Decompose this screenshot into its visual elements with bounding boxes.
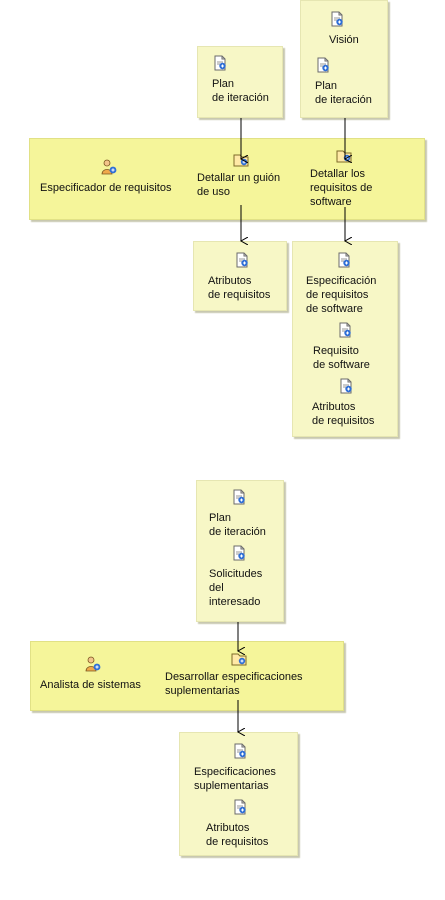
artifact-icon: [234, 252, 250, 268]
role-band: Analista de sistemas Desarrollar especif…: [30, 641, 344, 711]
task-detallar-requisitos[interactable]: Detallar los requisitos de software: [310, 149, 372, 209]
input-label: Plan de iteración: [212, 78, 269, 104]
artifact-icon: [338, 378, 354, 394]
task-label: Detallar los requisitos de software: [310, 168, 373, 208]
task-icon: [231, 652, 247, 666]
output-box: Especificaciones suplementarias Atributo…: [179, 732, 298, 856]
input-box-right: Visión Plan de iteración: [300, 0, 388, 118]
output-atributos[interactable]: Atributos de requisitos: [312, 378, 374, 428]
artifact-icon: [315, 57, 331, 73]
role-icon: [100, 159, 118, 175]
output-label: Atributos de requisitos: [206, 822, 269, 848]
input-solicitudes[interactable]: Solicitudes del interesado: [209, 545, 262, 609]
role-band: Especificador de requisitos Detallar un …: [29, 138, 425, 220]
artifact-icon: [212, 55, 228, 71]
task-icon: [233, 153, 249, 167]
task-desarrollar[interactable]: Desarrollar especificaciones suplementar…: [165, 652, 303, 698]
role-label: Especificador de requisitos: [40, 182, 172, 194]
output-box-right: Especificación de requisitos de software…: [292, 241, 398, 437]
task-label: Detallar un guión de uso: [197, 172, 281, 198]
output-requisito[interactable]: Requisito de software: [313, 322, 370, 372]
task-icon: [336, 149, 352, 163]
input-plan-iteracion[interactable]: Plan de iteración: [315, 57, 372, 107]
input-label: Plan de iteración: [315, 80, 372, 106]
output-label: Requisito de software: [313, 345, 370, 371]
artifact-icon: [232, 743, 248, 759]
input-vision[interactable]: Visión: [329, 11, 359, 47]
input-label: Visión: [329, 34, 359, 46]
artifact-icon: [231, 545, 247, 561]
role-label: Analista de sistemas: [40, 679, 141, 691]
artifact-icon: [336, 252, 352, 268]
role-analista[interactable]: Analista de sistemas: [40, 656, 141, 692]
input-label: Plan de iteración: [209, 512, 266, 538]
input-plan-iteracion[interactable]: Plan de iteración: [212, 55, 269, 105]
output-especificaciones[interactable]: Especificaciones suplementarias: [194, 743, 276, 793]
output-box-left: Atributos de requisitos: [193, 241, 287, 311]
artifact-icon: [337, 322, 353, 338]
output-atributos[interactable]: Atributos de requisitos: [208, 252, 270, 302]
output-label: Atributos de requisitos: [208, 275, 271, 301]
role-especificador[interactable]: Especificador de requisitos: [40, 159, 171, 195]
output-especificacion[interactable]: Especificación de requisitos de software: [306, 252, 376, 316]
artifact-icon: [329, 11, 345, 27]
output-label: Especificación de requisitos de software: [306, 275, 377, 315]
output-atributos[interactable]: Atributos de requisitos: [206, 799, 268, 849]
task-detallar-guion[interactable]: Detallar un guión de uso: [197, 153, 280, 199]
input-label: Solicitudes del interesado: [209, 568, 263, 608]
input-plan-iteracion[interactable]: Plan de iteración: [209, 489, 266, 539]
artifact-icon: [232, 799, 248, 815]
role-icon: [84, 656, 102, 672]
input-box: Plan de iteración Solicitudes del intere…: [196, 480, 284, 622]
output-label: Atributos de requisitos: [312, 401, 375, 427]
task-label: Desarrollar especificaciones suplementar…: [165, 671, 303, 697]
artifact-icon: [231, 489, 247, 505]
input-box-left: Plan de iteración: [197, 46, 283, 118]
output-label: Especificaciones suplementarias: [194, 766, 276, 792]
